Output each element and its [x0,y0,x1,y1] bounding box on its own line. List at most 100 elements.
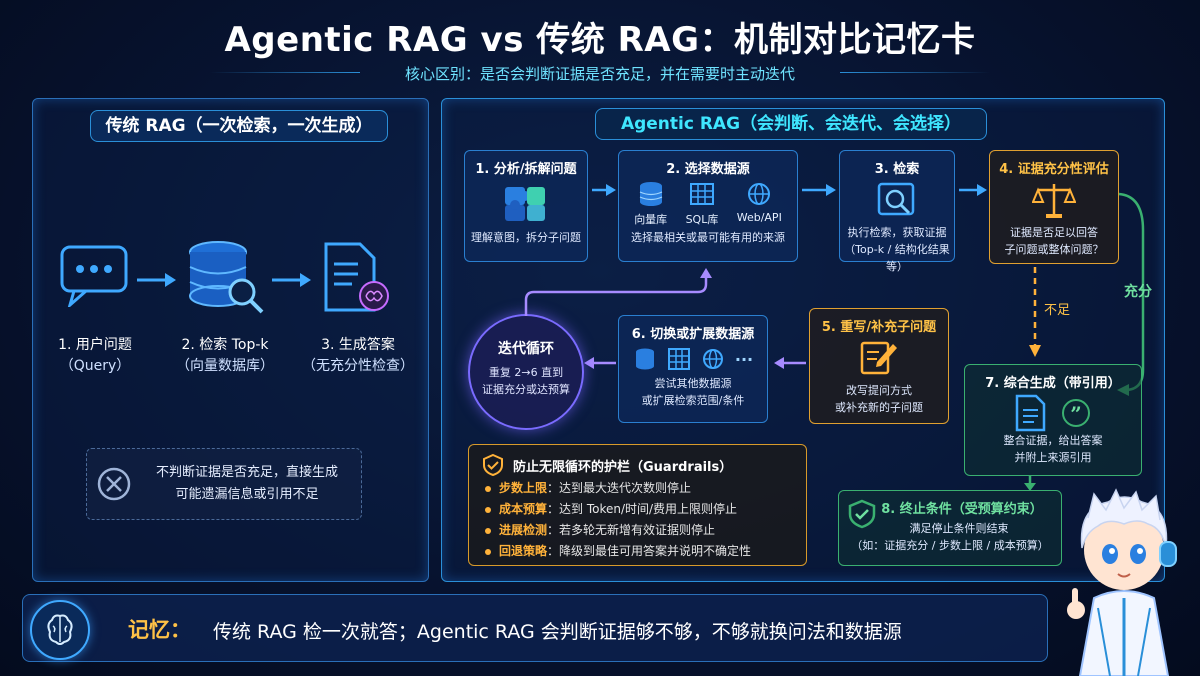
guardrail-text: ：降级到最佳可用答案并说明不确定性 [547,544,752,558]
arrow-right-icon [592,184,616,196]
step-2-title: 2. 选择数据源 [666,162,750,177]
source-web-label: Web/API [736,211,782,224]
close-circle-icon [97,467,131,501]
agentic-step-5: 5. 重写/补充子问题 改写提问方式 或补充新的子问题 [809,308,949,424]
arrow-right-icon [137,273,176,287]
loop-text2: 证据充分或达预算 [482,383,570,396]
step-6-text2: 或扩展检索范围/条件 [641,394,745,407]
trad-step-2-label: 2. 检索 Top-k [181,337,269,353]
step-4-text2: 子问题或整体问题？ [1004,243,1104,256]
step-7-text2: 并附上来源引用 [1014,451,1092,464]
step-8-text2: （如：证据充分 / 步数上限 / 成本预算） [851,539,1049,552]
scales-icon [1031,184,1077,218]
step-5-title: 5. 重写/补充子问题 [821,320,937,335]
guardrail-key: 进展检测 [499,523,548,537]
arrow-right-icon [959,184,987,196]
guardrail-item: 进展检测：若多轮无新增有效证据则停止 [485,520,751,541]
agentic-step-2: 2. 选择数据源 向量库 SQL库 Web/API 选择最相 [618,150,798,262]
database-icon [639,182,662,206]
subtitle-divider-left [210,72,360,73]
not-enough-arrow [1029,267,1041,357]
step-6-title: 6. 切换或扩展数据源 [631,327,755,342]
more-icon: ··· [734,349,754,369]
document-brain-icon [324,242,389,312]
quote-icon: ” [1062,399,1090,427]
table-icon [689,183,714,205]
step-3-text1: 执行检索，获取证据 [847,226,947,239]
table-icon [667,348,690,370]
guardrail-key: 成本预算 [499,502,548,516]
chat-bubble-icon [60,245,128,307]
memory-text: 传统 RAG 检一次就答；Agentic RAG 会判断证据够不够，不够就换问法… [213,621,902,643]
brain-icon [47,614,73,645]
database-icon [635,348,654,370]
trad-step-1-sub: （Query） [59,358,131,374]
trad-warning-line2: 可能遗漏信息或引用不足 [175,487,319,502]
brain-badge [30,600,90,660]
step-3-text2: （Top-k / 结构化结果等） [844,243,950,273]
source-sql-label: SQL库 [685,213,719,226]
subtitle-divider-right [840,72,990,73]
step-4-text1: 证据是否足以回答 [1010,226,1098,239]
trad-warning-text: 不判断证据是否充足，直接生成 可能遗漏信息或引用不足 [140,462,354,506]
step-7-text1: 整合证据，给出答案 [1003,434,1103,447]
trad-step-2: 2. 检索 Top-k （向量数据库） [165,335,285,377]
trad-step-1-label: 1. 用户问题 [58,337,132,353]
step-7-title: 7. 综合生成（带引用） [985,376,1121,391]
arrow-down-icon [1024,476,1036,491]
guardrails-box: 防止无限循环的护栏（Guardrails） 步数上限：达到最大迭代次数则停止 成… [468,444,807,566]
guardrail-text: ：达到最大迭代次数则停止 [547,481,692,495]
loop-back-arrow [524,268,712,316]
document-icon [1015,394,1046,432]
guardrail-item: 回退策略：降级到最佳可用答案并说明不确定性 [485,541,751,562]
puzzle-icon [505,187,545,221]
trad-step-3: 3. 生成答案 （无充分性检查） [298,335,418,377]
guardrail-text: ：达到 Token/时间/费用上限则停止 [547,502,738,516]
trad-warning-box [86,448,362,520]
memory-bar [22,594,1048,662]
step-4-title: 4. 证据充分性评估 [999,162,1109,177]
iteration-loop: 迭代循环 重复 2→6 直到 证据充分或达预算 [468,314,584,430]
guardrail-key: 步数上限 [499,481,548,495]
guardrail-item: 步数上限：达到最大迭代次数则停止 [485,478,751,499]
trad-warning-line1: 不判断证据是否充足，直接生成 [155,465,338,480]
shield-check-icon [848,499,876,529]
agentic-step-1: 1. 分析/拆解问题 理解意图，拆分子问题 [464,150,588,262]
step-1-title: 1. 分析/拆解问题 [475,162,577,177]
database-search-icon [189,241,264,314]
step-6-text1: 尝试其他数据源 [654,377,732,390]
trad-step-3-sub: （无充分性检查） [302,358,414,374]
step-8-text1: 满足停止条件则结束 [909,522,1009,535]
trad-step-1: 1. 用户问题 （Query） [40,335,150,377]
shield-check-icon [483,453,503,477]
arrow-left-icon [584,357,616,369]
agentic-step-4: 4. 证据充分性评估 证据是否足以回答 子问题或整体问题？ [989,150,1119,264]
search-screen-icon [877,182,915,216]
mascot-avatar [1067,488,1177,676]
agentic-rag-title: Agentic RAG（会判断、会迭代、会选择） [595,108,987,140]
memory-label: 记忆： [128,618,191,642]
trad-step-3-label: 3. 生成答案 [321,337,395,353]
globe-icon [702,349,723,369]
arrow-right-icon [802,184,836,196]
traditional-rag-title: 传统 RAG（一次检索，一次生成） [90,110,388,142]
agentic-step-7: 7. 综合生成（带引用） ” 整合证据，给出答案 并附上来源引用 [964,364,1142,476]
edit-icon [860,341,897,375]
trad-step-2-sub: （向量数据库） [176,358,274,374]
guardrail-text: ：若多轮无新增有效证据则停止 [547,523,716,537]
guardrail-item: 成本预算：达到 Token/时间/费用上限则停止 [485,499,751,520]
not-enough-label: 不足 [1044,303,1071,318]
step-5-text2: 或补充新的子问题 [835,401,923,414]
step-1-text: 理解意图，拆分子问题 [471,231,581,244]
svg-text:”: ” [1070,402,1082,426]
step-3-title: 3. 检索 [874,162,920,177]
source-vector-label: 向量库 [634,213,668,226]
step-5-text1: 改写提问方式 [846,384,912,397]
globe-icon [748,183,771,205]
loop-text1: 重复 2→6 直到 [488,366,564,379]
guardrails-title: 防止无限循环的护栏（Guardrails） [513,460,733,475]
guardrails-list: 步数上限：达到最大迭代次数则停止 成本预算：达到 Token/时间/费用上限则停… [485,478,751,562]
arrow-right-icon [272,273,311,287]
guardrail-key: 回退策略 [499,544,548,558]
enough-label: 充分 [1124,284,1152,300]
